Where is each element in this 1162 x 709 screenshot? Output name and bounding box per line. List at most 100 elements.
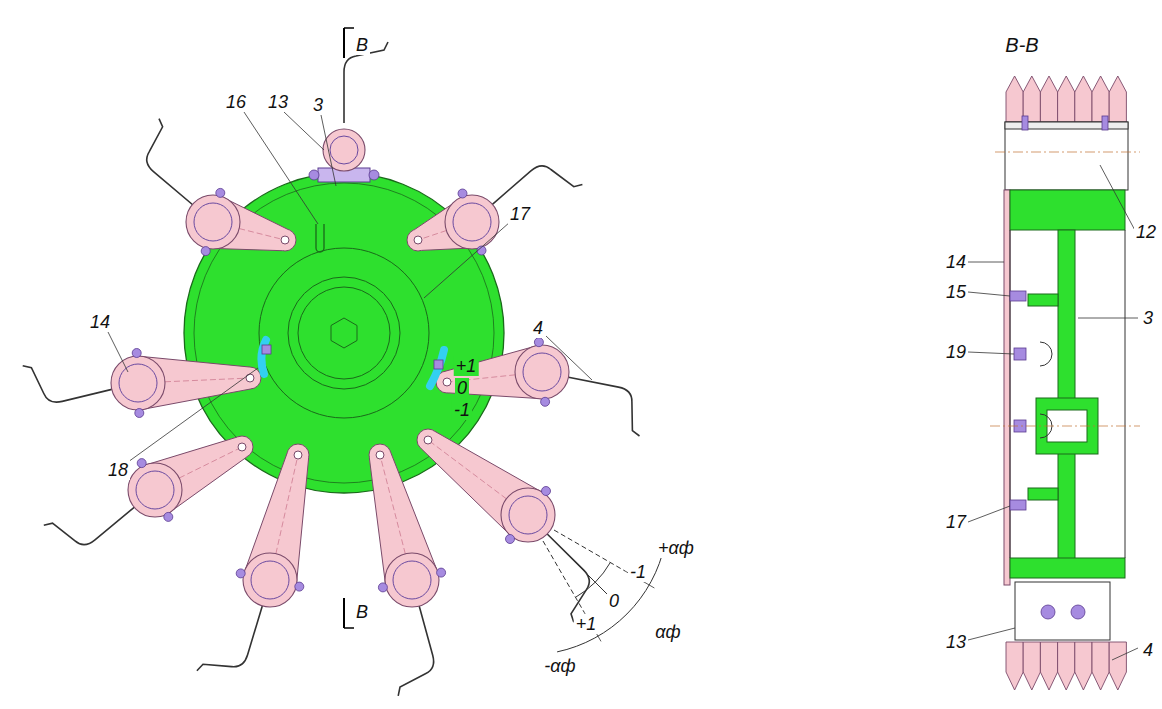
callout-number: +1 xyxy=(454,356,479,376)
callout-number: 4 xyxy=(531,318,545,338)
callout-number: В-В xyxy=(1003,34,1040,56)
dimension-arc xyxy=(557,544,665,652)
hex-bore xyxy=(331,318,357,348)
callout-number: 4 xyxy=(1141,640,1155,660)
finger-tooth xyxy=(1092,642,1109,690)
callout-number: 0 xyxy=(455,378,469,398)
bolt xyxy=(201,247,210,256)
finger-tooth xyxy=(1040,642,1057,690)
bolt xyxy=(1010,500,1026,510)
finger-tooth xyxy=(1058,642,1075,690)
drawing-part xyxy=(238,443,246,451)
drawing-part xyxy=(453,203,491,241)
position-line xyxy=(554,530,625,571)
disk-web xyxy=(1058,230,1075,560)
finger-tooth xyxy=(1075,76,1092,122)
disk-rim xyxy=(1010,558,1125,578)
bolt xyxy=(1041,605,1055,619)
leader-line xyxy=(968,628,1015,640)
dimension-arc xyxy=(576,563,611,598)
callout-number: В xyxy=(354,602,370,622)
callout-number: 12 xyxy=(1134,222,1158,242)
drawing-part xyxy=(262,345,271,354)
leader-line xyxy=(968,292,1010,296)
bolt xyxy=(295,582,304,591)
callout-number: 17 xyxy=(508,204,532,224)
leader-line xyxy=(1078,318,1138,319)
leader-line xyxy=(968,506,1010,522)
callout-number: 19 xyxy=(944,342,968,362)
arm-pivot xyxy=(385,553,439,607)
arm-pivot xyxy=(515,345,569,399)
finger-tooth xyxy=(1109,642,1126,690)
drawing-part xyxy=(344,627,354,629)
bolt xyxy=(216,188,225,197)
callout-number: -αф xyxy=(542,656,577,676)
bolt xyxy=(378,583,387,592)
disk-rim xyxy=(1010,190,1125,230)
leader-line xyxy=(128,368,258,462)
leader-line xyxy=(424,222,510,298)
drawing-part xyxy=(393,561,431,599)
drawing-part xyxy=(434,360,443,369)
drawing-part xyxy=(119,364,157,402)
position-line xyxy=(543,541,584,612)
callout-number: 14 xyxy=(944,252,968,272)
callout-number: +1 xyxy=(574,614,599,634)
clamp-frame xyxy=(1015,582,1110,640)
leader-line xyxy=(108,332,128,372)
leader-line xyxy=(1100,165,1138,236)
finger-tooth xyxy=(1006,76,1023,122)
arm-pivot xyxy=(501,488,555,542)
drawing-part xyxy=(1028,294,1058,306)
callout-number: В xyxy=(354,35,370,55)
adjust-slot xyxy=(430,350,444,386)
drawing-part xyxy=(344,27,354,29)
bolt xyxy=(1014,348,1026,360)
drawing-part xyxy=(424,436,432,444)
bolt xyxy=(137,459,146,468)
spring-finger xyxy=(398,606,433,696)
arm-plate xyxy=(1004,190,1010,585)
drawing-part xyxy=(523,353,561,391)
leader-line xyxy=(968,262,1004,263)
arm-pivot xyxy=(243,553,297,607)
callout-number: 14 xyxy=(88,312,112,332)
callout-number: +αф xyxy=(656,538,696,558)
callout-number: -1 xyxy=(628,562,648,582)
bolt xyxy=(164,512,173,521)
bolt xyxy=(437,568,446,577)
callout-number: 3 xyxy=(311,95,325,115)
drawing-part xyxy=(995,152,1140,153)
arm-pivot xyxy=(111,356,165,410)
drawing-part xyxy=(330,136,358,164)
drawing-part xyxy=(414,236,422,244)
finger-tooth xyxy=(1040,76,1057,122)
leader-line xyxy=(284,112,324,150)
finger-tooth xyxy=(1075,642,1092,690)
slot-notch xyxy=(316,224,324,252)
drawing-part xyxy=(298,287,390,379)
leader-line xyxy=(546,336,592,380)
spring-finger xyxy=(492,166,582,204)
spring-finger xyxy=(197,606,262,671)
clamp-ring xyxy=(323,129,365,171)
callout-number: αф xyxy=(653,622,682,642)
callout-number: 16 xyxy=(224,92,248,112)
position-line xyxy=(549,536,607,594)
drawing-part xyxy=(246,374,254,382)
finger-tooth xyxy=(1006,642,1023,690)
drawing-part xyxy=(259,248,429,418)
spring-finger xyxy=(569,377,640,436)
callout-number: 13 xyxy=(944,632,968,652)
arm-pivot xyxy=(128,463,182,517)
section-mark xyxy=(343,598,345,628)
drawing-part xyxy=(376,451,384,459)
drawing-part xyxy=(309,170,319,180)
leader-line xyxy=(244,112,318,224)
finger-tooth xyxy=(1023,76,1040,122)
drawing-part xyxy=(369,170,379,180)
callout-number: 15 xyxy=(944,282,968,302)
